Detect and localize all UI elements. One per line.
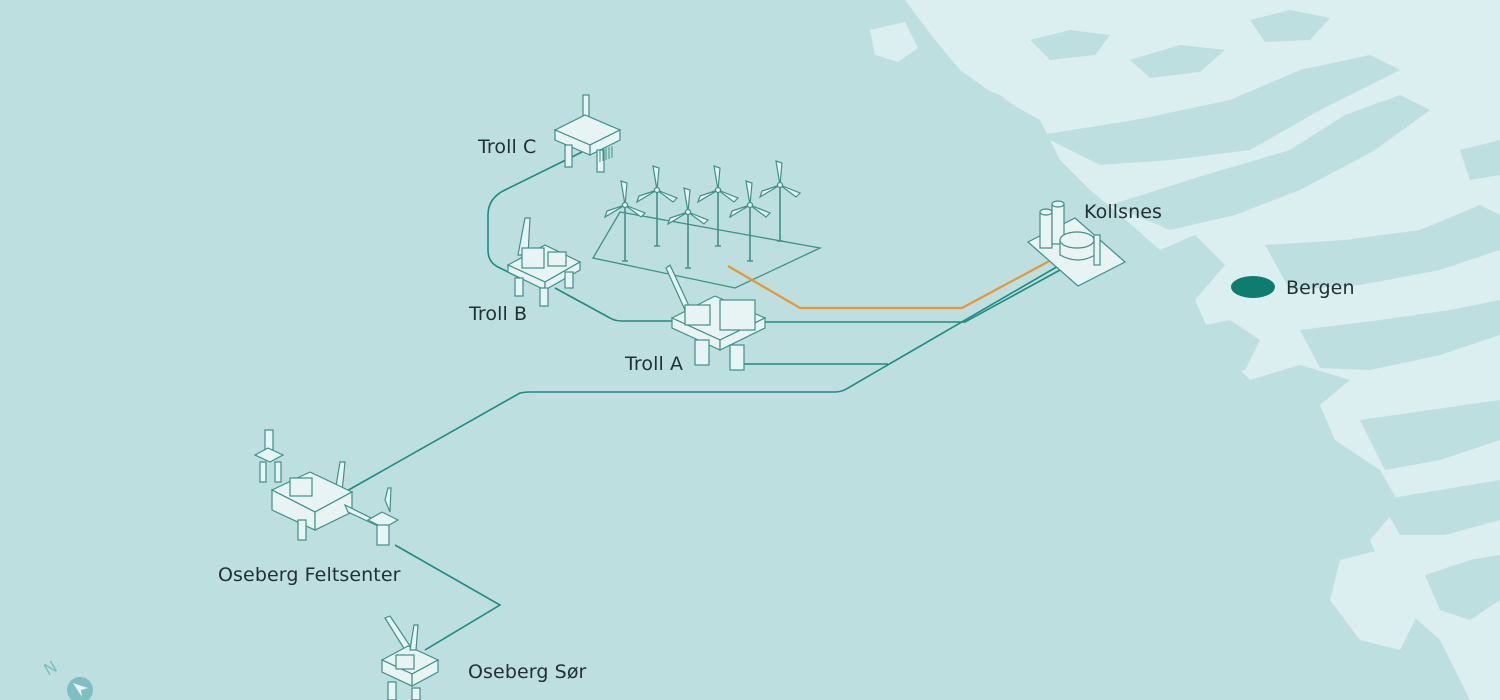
coastline-land xyxy=(870,0,1500,700)
label-troll-c: Troll C xyxy=(478,136,537,158)
wind-turbine-icon xyxy=(636,165,678,247)
kollsnes-gas-terminal-icon xyxy=(1026,200,1127,287)
compass-icon: N xyxy=(41,657,93,700)
wind-turbine-icon xyxy=(759,160,801,242)
troll-a-platform-icon xyxy=(665,264,767,371)
bergen-city-marker-icon xyxy=(1231,276,1275,298)
oseberg-feltsenter-platform-icon xyxy=(253,429,400,546)
compass-north-label: N xyxy=(41,657,61,679)
label-troll-a: Troll A xyxy=(625,353,684,375)
pipeline-troll-a-kollsnes-1 xyxy=(755,269,1061,323)
label-kollsnes: Kollsnes xyxy=(1084,201,1163,223)
wind-turbine-icon xyxy=(604,180,646,262)
pipelines xyxy=(344,151,1061,651)
label-oseberg-sor: Oseberg Sør xyxy=(468,661,587,683)
wind-farm-area xyxy=(591,211,823,289)
pipeline-oseberg-kollsnes xyxy=(344,264,1061,493)
troll-c-platform-icon xyxy=(553,94,622,173)
fjords xyxy=(960,10,1500,620)
pipeline-troll-b-troll-a xyxy=(554,287,685,322)
oseberg-sor-platform-icon xyxy=(380,615,440,700)
pipeline-oseberg-feltsenter-sor xyxy=(394,544,502,651)
label-oseberg-feltsenter: Oseberg Feltsenter xyxy=(218,564,401,586)
pipeline-troll-c-troll-b xyxy=(487,151,583,279)
troll-b-platform-icon xyxy=(506,217,582,307)
label-bergen: Bergen xyxy=(1286,277,1355,299)
power-cable-troll-a xyxy=(727,257,1056,310)
wind-turbine-icon xyxy=(697,165,739,247)
label-troll-b: Troll B xyxy=(469,303,528,325)
